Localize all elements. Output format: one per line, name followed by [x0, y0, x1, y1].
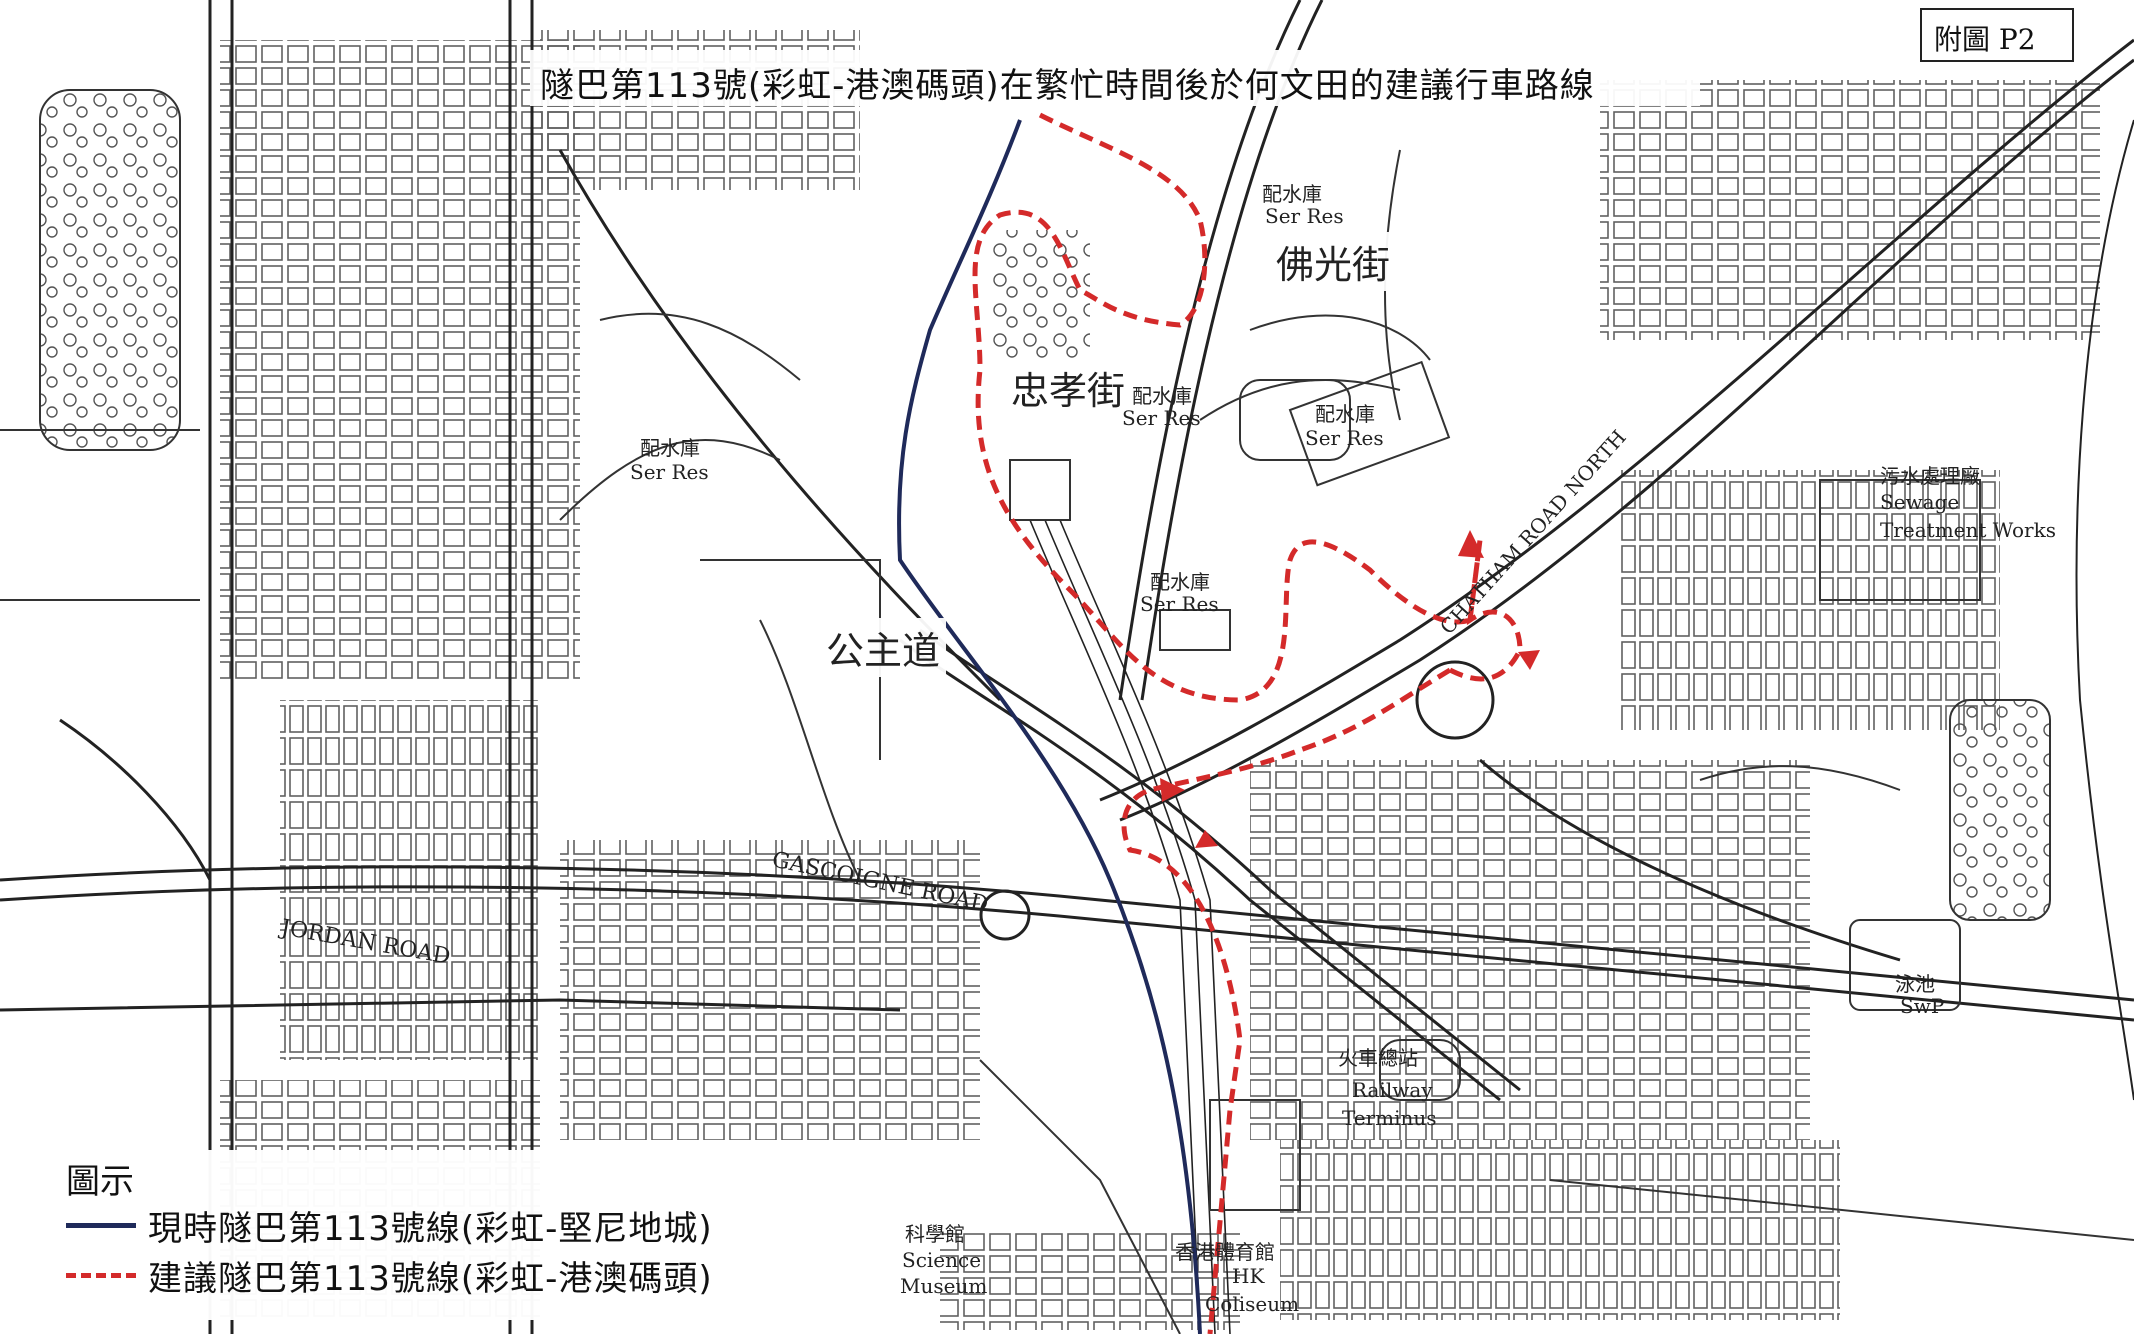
buildings	[1009, 360, 1981, 1211]
minor-roads	[0, 149, 2134, 1334]
figure-label: 附圖 P2	[1934, 23, 2036, 56]
legend-label-current: 現時隧巴第113號線(彩虹-堅尼地城)	[148, 1208, 713, 1249]
map-title-banner: 隧巴第113號(彩虹-港澳碼頭)在繁忙時間後於何文田的建議行車路線	[530, 50, 1700, 106]
current-route-113	[897, 119, 1202, 1334]
railway-tracks	[1029, 519, 1231, 1334]
legend-swatch-current	[66, 1222, 136, 1228]
railway-terminus-en-2: Terminus	[1342, 1106, 1437, 1130]
legend-item-current: 現時隧巴第113號線(彩虹-堅尼地城)	[66, 1200, 713, 1250]
park-areas	[39, 89, 2051, 921]
legend-label-proposed: 建議隧巴第113號線(彩虹-港澳碼頭)	[148, 1258, 713, 1299]
proposed-route-113	[972, 112, 1523, 1334]
legend-item-proposed: 建議隧巴第113號線(彩虹-港澳碼頭)	[66, 1250, 713, 1300]
railway-terminus-en-1: Railway	[1352, 1078, 1433, 1102]
science-museum-cn: 科學館	[905, 1222, 965, 1246]
ser-res-5-cn: 配水庫	[1150, 570, 1210, 594]
street-label-princess-margaret: 公主道	[820, 618, 947, 677]
shoreline	[2075, 119, 2134, 1101]
science-museum-en-1: Science	[902, 1248, 982, 1272]
ser-res-1-en: Ser Res	[1265, 204, 1344, 228]
ser-res-4-cn: 配水庫	[640, 436, 700, 460]
ser-res-2-en: Ser Res	[1122, 406, 1201, 430]
ser-res-3-en: Ser Res	[1305, 426, 1384, 450]
sewage-works-en-2: Treatment Works	[1880, 518, 2056, 542]
map-legend: 圖示 現時隧巴第113號線(彩虹-堅尼地城) 建議隧巴第113號線(彩虹-港澳碼…	[60, 1150, 780, 1320]
railway-terminus-cn: 火車總站	[1338, 1046, 1418, 1070]
ser-res-4-en: Ser Res	[630, 460, 709, 484]
street-label-fat-kwong: 佛光街	[1270, 232, 1397, 291]
coliseum-cn: 香港體育館	[1175, 1240, 1275, 1264]
coliseum-en-2: Coliseum	[1205, 1292, 1300, 1316]
ser-res-5-en: Ser Res	[1140, 592, 1219, 616]
figure-label-box: 附圖 P2	[1920, 8, 2074, 62]
route-arrows	[1160, 530, 1540, 848]
street-label-chung-hau: 忠孝街	[1005, 358, 1132, 417]
swimming-pool-en: SwP	[1900, 994, 1945, 1018]
sewage-works-en-1: Sewage	[1880, 490, 1960, 514]
science-museum-en-2: Museum	[900, 1274, 988, 1298]
sewage-works-cn: 污水處理廠	[1880, 464, 1980, 488]
legend-title: 圖示	[66, 1162, 134, 1202]
map-title: 隧巴第113號(彩虹-港澳碼頭)在繁忙時間後於何文田的建議行車路線	[540, 66, 1595, 106]
coliseum-en-1: HK	[1232, 1264, 1265, 1288]
legend-swatch-proposed	[66, 1272, 136, 1278]
urban-blocks	[220, 30, 2100, 1330]
ser-res-3-cn: 配水庫	[1315, 402, 1375, 426]
ser-res-1-cn: 配水庫	[1262, 182, 1322, 206]
swimming-pool-cn: 泳池	[1895, 972, 1935, 996]
ser-res-2-cn: 配水庫	[1132, 384, 1192, 408]
